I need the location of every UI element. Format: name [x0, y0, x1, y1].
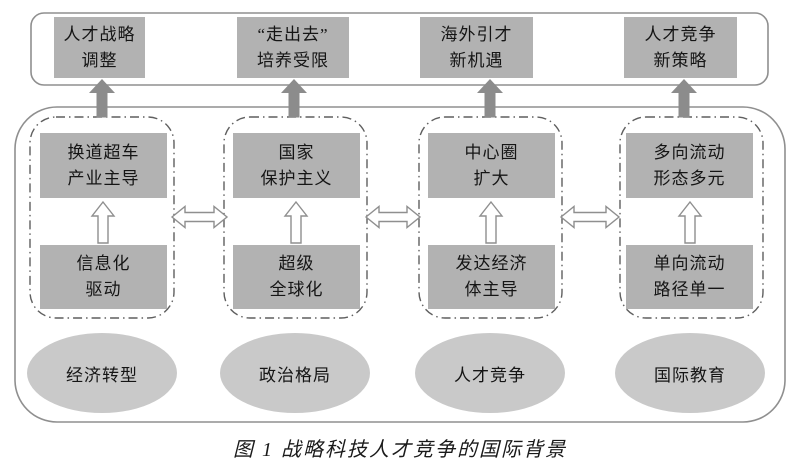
- domain-ellipse-1: 经济转型: [27, 333, 177, 413]
- column-frame-4: [619, 116, 764, 319]
- hollow-up-arrow-icon-3: [478, 200, 504, 244]
- lower-driver-box-4: 单向流动 路径单一: [626, 245, 753, 309]
- lower-driver-box-2: 超级 全球化: [233, 245, 360, 309]
- flow-up-arrow-icon-2: [281, 79, 307, 118]
- flow-up-arrow-icon-1: [89, 79, 115, 118]
- upper-driver-box-2: 国家 保护主义: [233, 133, 360, 198]
- lower-driver-box-1: 信息化 驱动: [40, 245, 167, 309]
- double-arrow-icon-2: [364, 205, 422, 229]
- outcome-box-2: “走出去” 培养受限: [237, 17, 349, 78]
- hollow-up-arrow-icon-1: [90, 200, 116, 244]
- double-arrow-icon-1: [170, 205, 229, 229]
- upper-driver-box-4: 多向流动 形态多元: [626, 133, 753, 198]
- main-frame: [14, 106, 786, 423]
- double-arrow-icon-3: [559, 205, 621, 229]
- top-band-frame: [30, 12, 769, 86]
- outcome-box-3: 海外引才 新机遇: [420, 17, 533, 78]
- outcome-box-1: 人才战略 调整: [54, 17, 145, 78]
- upper-driver-box-3: 中心圈 扩大: [428, 133, 555, 198]
- figure-caption: 图 1 战略科技人才竞争的国际背景: [233, 439, 567, 461]
- upper-driver-box-1: 换道超车 产业主导: [40, 133, 167, 198]
- lower-driver-box-3: 发达经济 体主导: [428, 245, 555, 309]
- domain-ellipse-3: 人才竞争: [415, 333, 565, 413]
- domain-ellipse-4: 国际教育: [615, 333, 765, 413]
- outcome-box-4: 人才竞争 新策略: [624, 17, 737, 78]
- hollow-up-arrow-icon-4: [677, 200, 703, 244]
- hollow-up-arrow-icon-2: [283, 200, 309, 244]
- flow-up-arrow-icon-4: [671, 79, 697, 118]
- flow-up-arrow-icon-3: [477, 79, 503, 118]
- domain-ellipse-2: 政治格局: [220, 333, 370, 413]
